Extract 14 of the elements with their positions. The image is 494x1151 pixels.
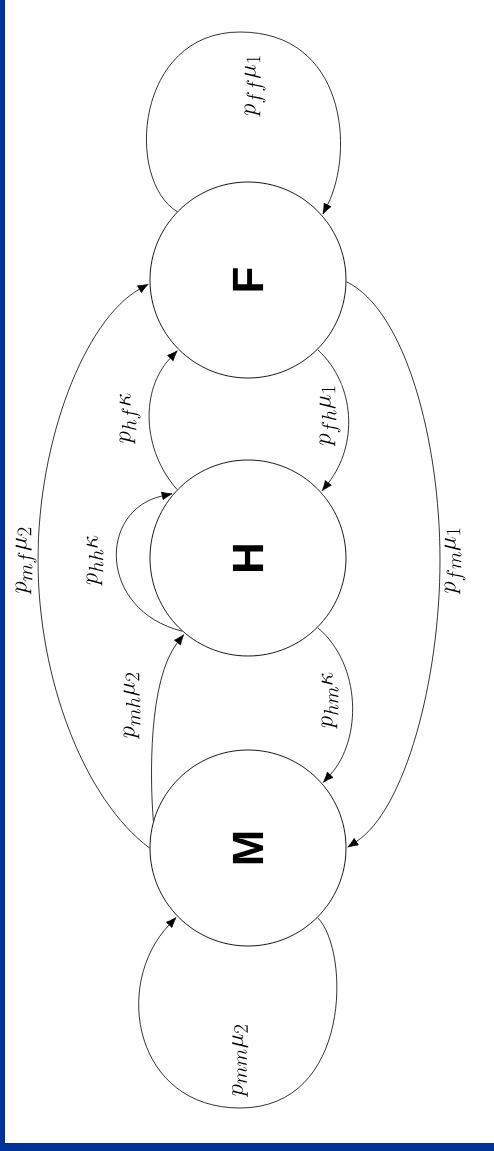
edge-label: $p_{mf}\mu_{2}$ [14,525,38,595]
arrow [317,627,353,783]
arrow [148,350,178,490]
edge-label: $p_{fm}\mu_{1}$ [443,525,467,595]
arrow [151,634,185,822]
arrow [317,349,349,492]
edge-label: $p_{fh}\mu_{1}$ [318,383,342,447]
arrow [138,917,338,1109]
edge-label: $p_{ff}\mu_{1}$ [243,53,267,117]
arrow [116,491,183,632]
arrow [346,281,441,848]
arrow [146,31,341,215]
arrow [37,283,150,849]
edge-label: $p_{mm}\mu_{2}$ [231,1022,249,1098]
